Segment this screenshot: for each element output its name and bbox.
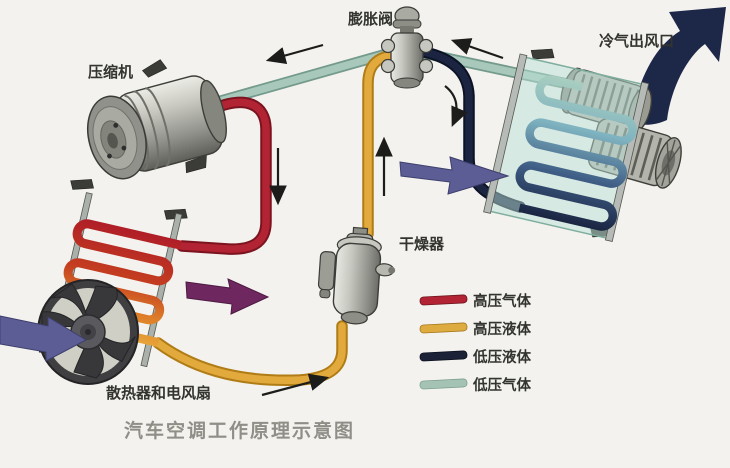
legend-label-hp-gas: 高压气体 — [473, 292, 531, 310]
cold-air-outlet-label: 冷气出风口 — [599, 32, 674, 50]
legend-label-lp-gas: 低压气体 — [472, 376, 531, 394]
legend-label-hp-liquid: 高压液体 — [473, 320, 531, 338]
legend-swatch-hp-gas — [419, 294, 468, 306]
legend: 高压气体 高压液体 低压液体 低压气体 — [419, 292, 531, 394]
legend-swatch-hp-liquid — [419, 322, 468, 334]
pipe-high-pressure-gas — [176, 96, 272, 255]
radiator-fan-label: 散热器和电风扇 — [106, 384, 211, 402]
legend-label-lp-liquid: 低压液体 — [472, 348, 531, 366]
evaporator-coil — [515, 75, 637, 231]
cold-air-out-arrow — [630, 7, 726, 125]
dryer — [317, 226, 396, 325]
legend-item-hp-gas: 高压气体 — [419, 292, 531, 310]
flow-arrows — [261, 38, 504, 397]
airflow-out-arrow — [185, 278, 270, 315]
legend-swatch-lp-gas — [419, 378, 468, 390]
expansion-valve-label: 膨胀阀 — [348, 10, 393, 28]
legend-swatch-lp-liquid — [419, 350, 468, 362]
legend-item-lp-liquid: 低压液体 — [419, 348, 531, 366]
legend-item-hp-liquid: 高压液体 — [419, 320, 531, 338]
evaporator — [483, 48, 650, 242]
pipe-high-pressure-liquid — [152, 49, 398, 387]
diagram-title: 汽车空调工作原理示意图 — [124, 419, 355, 442]
airflow-in-arrow — [0, 315, 88, 362]
airflow-evaporator-arrow — [399, 156, 510, 195]
compressor — [87, 59, 227, 180]
expansion-valve — [380, 6, 434, 89]
dryer-label: 干燥器 — [399, 236, 445, 253]
legend-item-lp-gas: 低压气体 — [419, 376, 531, 394]
compressor-label: 压缩机 — [88, 63, 133, 81]
